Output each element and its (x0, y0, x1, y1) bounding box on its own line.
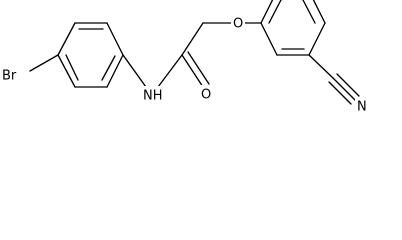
nitrile-nitrogen-atom-label: N (357, 100, 367, 115)
carbonyl-double-bond (181, 54, 204, 88)
nitrile-triple-bond (332, 77, 356, 101)
bond-lines (29, 0, 360, 105)
nitrile-triple-bond (336, 73, 360, 97)
right-ring-bond (312, 0, 326, 24)
carbonyl-oxygen-label-bg (199, 85, 213, 103)
atom-labels: Br NH O O N (0, 14, 369, 115)
aryl-nitrile-bond (308, 54, 334, 79)
left-ring-bond (106, 22, 124, 56)
molecule-drawing: Br NH O O N (0, 0, 402, 116)
carbonyl-double-bond (187, 51, 210, 85)
right-ring-double-bond (302, 0, 316, 24)
aryl-n-bond (122, 54, 147, 88)
carbonyl-oxygen-atom-label: O (201, 88, 211, 103)
left-ring-double-bond (65, 54, 79, 81)
n-carbonyl-bond (157, 54, 183, 88)
nitrile-nitrogen-label-bg (355, 97, 369, 115)
left-ring-bond (57, 22, 76, 56)
amide-nh-label-bg (141, 86, 163, 104)
c-br-bond (29, 54, 59, 72)
right-ring-double-bond (268, 0, 282, 24)
amide-nh-atom-label: NH (143, 89, 163, 104)
ether-oxygen-atom-label: O (233, 17, 243, 32)
right-ring-bond (308, 22, 326, 56)
structure-svg: Br NH O O N (0, 0, 369, 115)
nitrile-triple-bond (328, 81, 352, 105)
left-ring-bond (57, 54, 76, 88)
ether-oxygen-label-bg (231, 14, 245, 32)
bromine-label-bg (0, 66, 26, 84)
bromine-atom-label: Br (2, 69, 17, 84)
right-ring-bond (260, 0, 274, 24)
right-ring-bond (260, 22, 278, 56)
left-ring-bond (106, 54, 124, 88)
left-ring-double-bond (101, 55, 116, 81)
carbonyl-methylene-bond (181, 22, 204, 56)
